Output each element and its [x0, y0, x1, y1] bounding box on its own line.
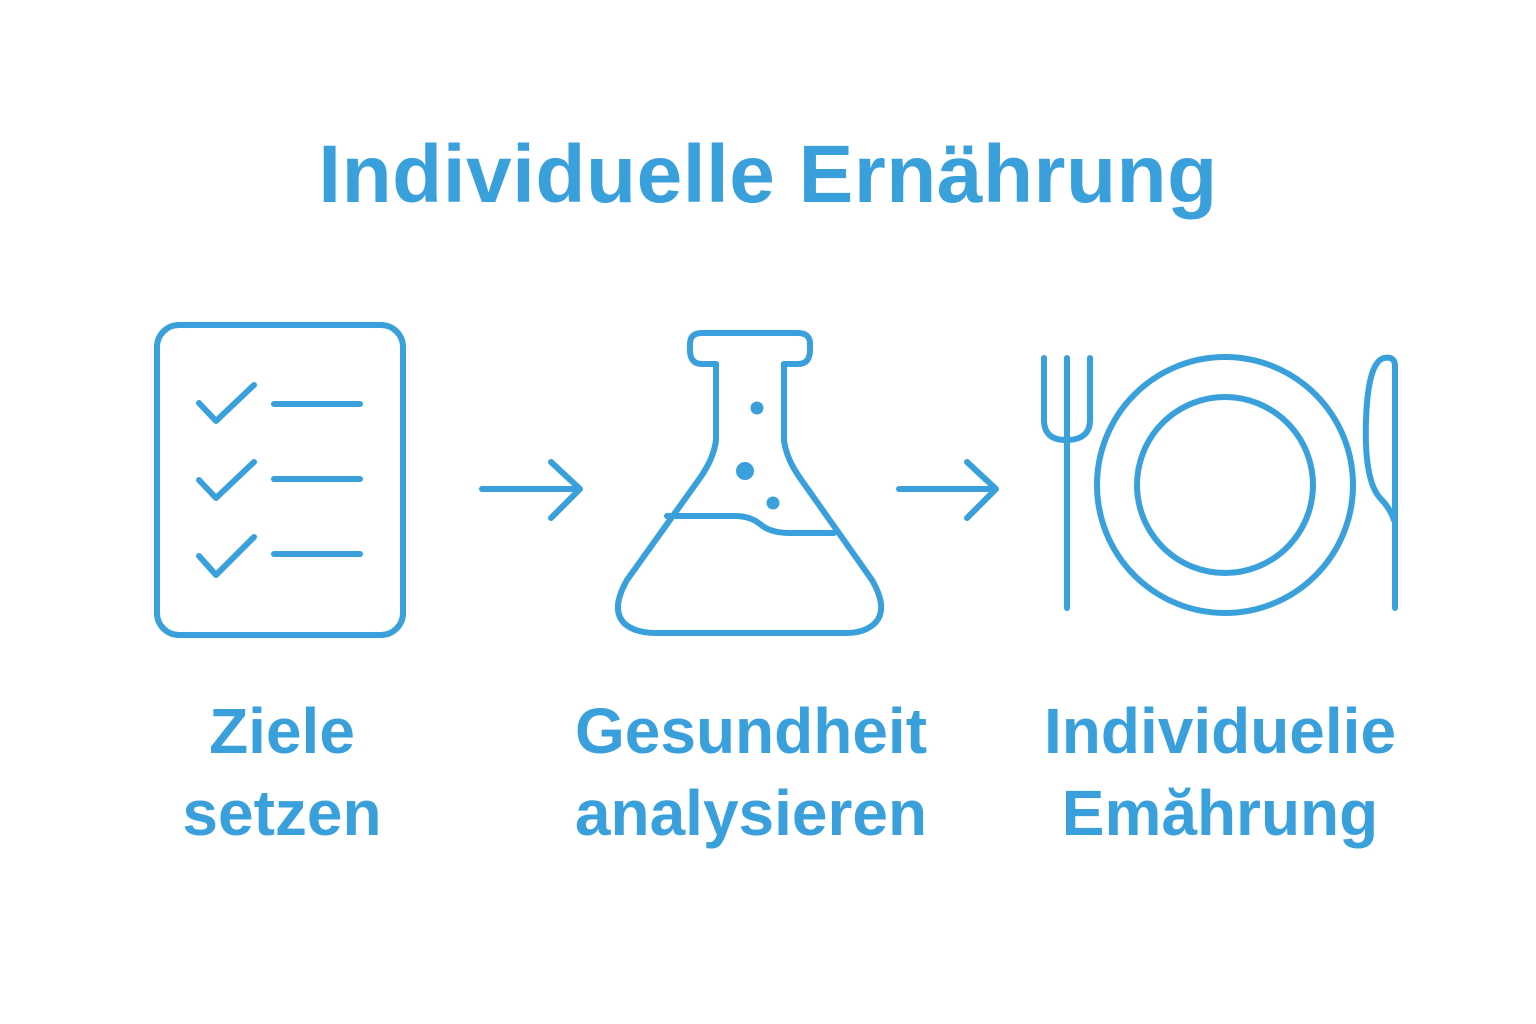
step-label-line: analysieren	[574, 777, 928, 849]
step-label-line: Ziele	[209, 695, 355, 767]
step-label-goals: Ziele setzen	[52, 690, 512, 854]
step-label-line: Emăhrung	[1061, 777, 1379, 849]
step-label-line: setzen	[182, 777, 382, 849]
checklist-icon	[154, 322, 406, 638]
flask-icon	[615, 330, 885, 636]
arrow-right-icon	[896, 459, 999, 521]
step-label-line: Individuelie	[1043, 695, 1397, 767]
diagram-title: Individuelle Ernährung	[318, 129, 1218, 220]
step-label-analysis: Gesundheit analysieren	[521, 690, 981, 854]
step-label-line: Gesundheit	[574, 695, 928, 767]
plate-cutlery-icon	[1041, 354, 1398, 616]
step-label-nutrition: Individuelie Emăhrung	[990, 690, 1450, 854]
arrow-right-icon	[479, 459, 583, 521]
